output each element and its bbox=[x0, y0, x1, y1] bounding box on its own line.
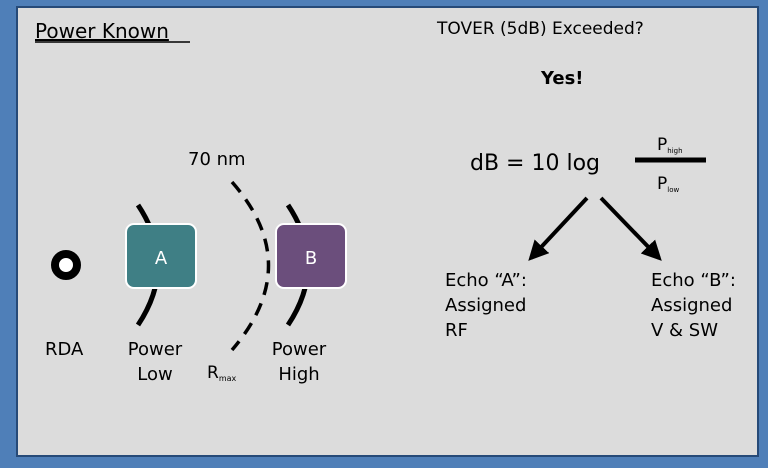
echo-b-line1: Echo “B”: bbox=[651, 270, 736, 291]
rda-label: RDA bbox=[45, 339, 84, 360]
echo-a-line3: RF bbox=[445, 320, 468, 341]
rmax-sub: max bbox=[219, 374, 237, 383]
arrow-to-echo-a bbox=[528, 196, 589, 261]
echo-a-badge: A bbox=[125, 223, 197, 289]
distance-label: 70 nm bbox=[188, 149, 246, 170]
page-title: Power Known bbox=[35, 19, 169, 43]
formula-left: dB = 10 log bbox=[470, 151, 600, 176]
rmax-label: Rmax bbox=[207, 363, 237, 383]
svg-text:B: B bbox=[305, 248, 317, 269]
formula-denominator: Plow bbox=[657, 174, 679, 194]
power-low-line2: Low bbox=[137, 364, 172, 385]
power-high-line2: High bbox=[278, 364, 319, 385]
echo-b-badge: B bbox=[275, 223, 347, 289]
echo-b-line3: V & SW bbox=[651, 320, 718, 341]
rda-icon bbox=[51, 250, 81, 280]
range-dashed-arc bbox=[230, 180, 271, 352]
echo-b-line2: Assigned bbox=[651, 295, 732, 316]
formula-numerator: Phigh bbox=[657, 135, 683, 155]
echo-a-line2: Assigned bbox=[445, 295, 526, 316]
power-low-line1: Power bbox=[128, 339, 183, 360]
question-text: TOVER (5dB) Exceeded? bbox=[436, 19, 644, 39]
svg-text:A: A bbox=[155, 248, 168, 269]
power-high-line1: Power bbox=[272, 339, 327, 360]
answer-text: Yes! bbox=[540, 68, 584, 89]
echo-a-line1: Echo “A”: bbox=[445, 270, 527, 291]
arrow-to-echo-b bbox=[599, 196, 662, 261]
rmax-main: R bbox=[207, 363, 219, 383]
